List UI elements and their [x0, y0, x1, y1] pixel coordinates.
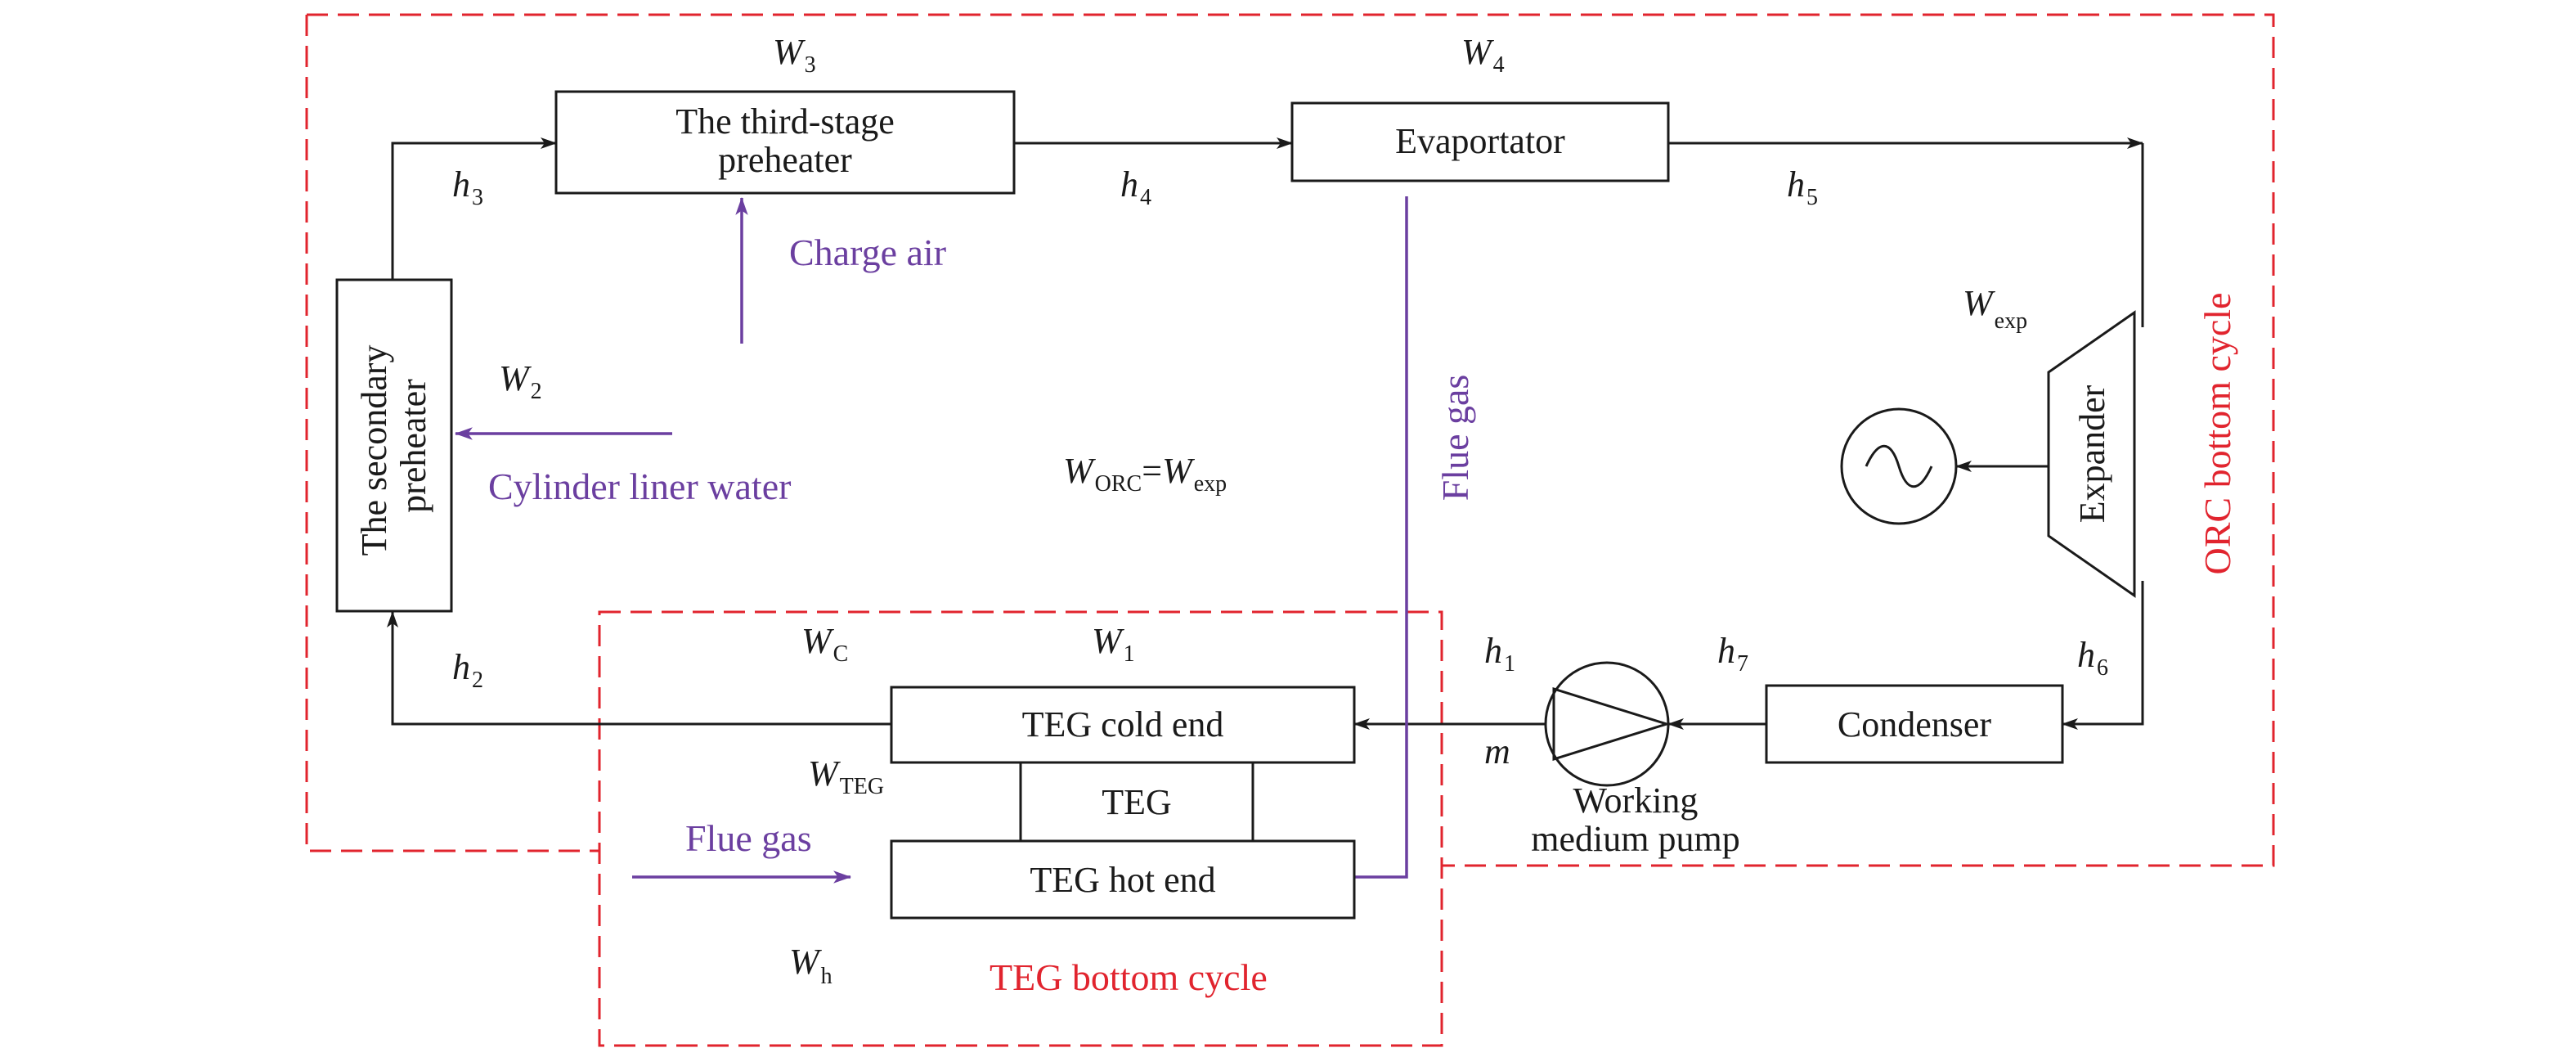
var-wexp: Wexp — [1963, 283, 2027, 334]
var-w1: W1 — [1092, 621, 1135, 667]
condenser-label: Condenser — [1838, 704, 1992, 744]
condenser-box — [1765, 684, 2064, 764]
teg-box — [1019, 761, 1254, 843]
var-wc: WC — [801, 621, 848, 667]
evaporator-box — [1290, 101, 1670, 182]
var-wteg: WTEG — [808, 753, 884, 799]
var-h4: h4 — [1120, 164, 1151, 210]
var-m: m — [1484, 731, 1510, 771]
pump-triangle-icon — [1552, 686, 1672, 762]
var-w4: W4 — [1461, 32, 1505, 78]
var-h1: h1 — [1484, 631, 1515, 677]
var-h2: h2 — [452, 647, 483, 693]
flow-line-h6 — [2062, 581, 2144, 730]
var-h7: h7 — [1717, 631, 1748, 677]
generator-sine-icon — [1865, 444, 1933, 488]
teg-cold-end-label: TEG cold end — [1022, 704, 1224, 744]
expander-shape — [2047, 310, 2136, 598]
third-stage-preheater-label-2: preheater — [718, 140, 852, 180]
secondary-preheater-label-1: The secondary — [354, 345, 394, 556]
teg-hot-end-label: TEG hot end — [1030, 860, 1215, 900]
teg-cycle-label: TEG bottom cycle — [990, 956, 1268, 998]
cylinder-liner-water-label: Cylinder liner water — [488, 466, 791, 507]
expander-label: Expander — [2072, 385, 2112, 523]
evaporator-label: Evaportator — [1395, 121, 1565, 161]
var-w2: W2 — [499, 358, 542, 404]
third-stage-preheater-box — [554, 90, 1016, 195]
flow-line-h2 — [387, 611, 891, 726]
teg-cycle-boundary — [598, 610, 1443, 1047]
flue-gas-inlet-label: Flue gas — [685, 817, 812, 859]
secondary-preheater-box — [335, 278, 453, 613]
third-stage-preheater-label-1: The third-stage — [675, 101, 895, 142]
secondary-preheater-label-2: preheater — [393, 379, 433, 513]
secondary-preheater-label: The secondary preheater — [354, 336, 433, 556]
flue-gas-vertical-label: Flue gas — [1434, 375, 1476, 502]
var-h6: h6 — [2077, 635, 2108, 681]
teg-label: TEG — [1102, 782, 1172, 822]
charge-air-label: Charge air — [789, 232, 946, 273]
pump-label-2: medium pump — [1531, 819, 1739, 859]
teg-hot-end-box — [890, 839, 1356, 920]
var-h3: h3 — [452, 164, 483, 210]
var-w3: W3 — [773, 32, 816, 78]
teg-cold-end-box — [890, 686, 1356, 764]
pump-circle — [1544, 661, 1670, 787]
var-h5: h5 — [1787, 164, 1818, 210]
orc-power-equation: WORC=Wexp — [1063, 451, 1227, 497]
orc-cycle-boundary — [307, 13, 2275, 867]
var-wh: Wh — [789, 942, 832, 989]
pump-label-1: Working — [1573, 780, 1699, 821]
flow-line-h3 — [391, 137, 557, 280]
flue-gas-line — [1354, 196, 1408, 879]
orc-cycle-label: ORC bottom cycle — [2197, 293, 2238, 575]
orc-cycle-boundary-left — [305, 15, 599, 852]
